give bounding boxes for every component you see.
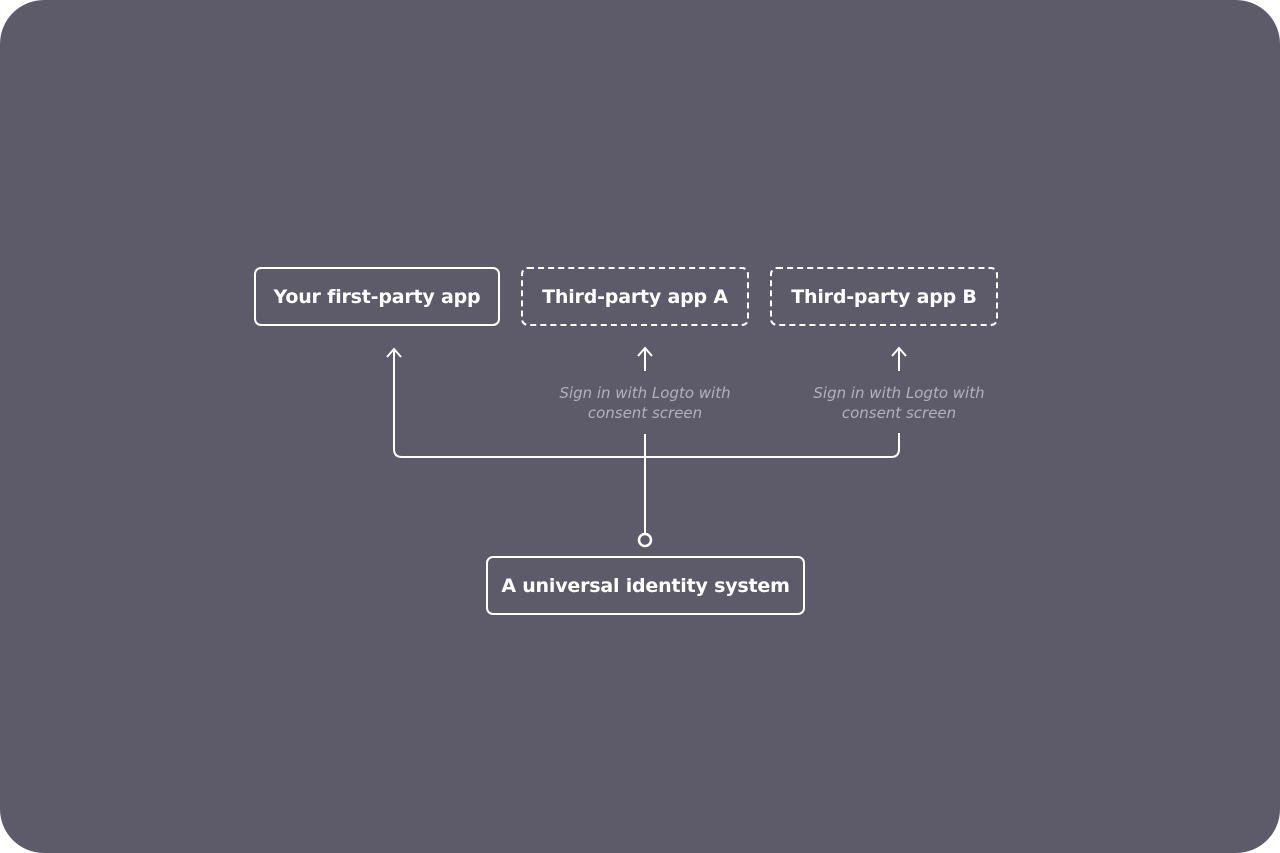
- arrow-to-third-party-b-icon: [891, 346, 907, 357]
- consent-caption-b-line2: consent screen: [841, 404, 957, 422]
- consent-caption-b: Sign in with Logto with consent screen: [794, 383, 1004, 423]
- third-party-app-a-node: Third-party app A: [521, 267, 749, 326]
- arrow-to-first-party-icon: [386, 347, 402, 358]
- origin-dot: [637, 532, 653, 548]
- identity-system-node: A universal identity system: [486, 556, 805, 615]
- third-party-app-b-node: Third-party app B: [770, 267, 998, 326]
- consent-caption-a-line1: Sign in with Logto with: [559, 384, 731, 402]
- third-party-app-b-label: Third-party app B: [791, 285, 977, 308]
- consent-caption-b-line1: Sign in with Logto with: [813, 384, 985, 402]
- arrow-to-third-party-a-icon: [637, 346, 653, 357]
- identity-system-label: A universal identity system: [501, 574, 790, 597]
- branch-connector: [393, 351, 900, 458]
- first-party-app-label: Your first-party app: [273, 285, 481, 308]
- consent-caption-a-line2: consent screen: [587, 404, 703, 422]
- third-party-app-a-label: Third-party app A: [542, 285, 728, 308]
- consent-caption-a: Sign in with Logto with consent screen: [540, 383, 750, 423]
- first-party-app-node: Your first-party app: [254, 267, 500, 326]
